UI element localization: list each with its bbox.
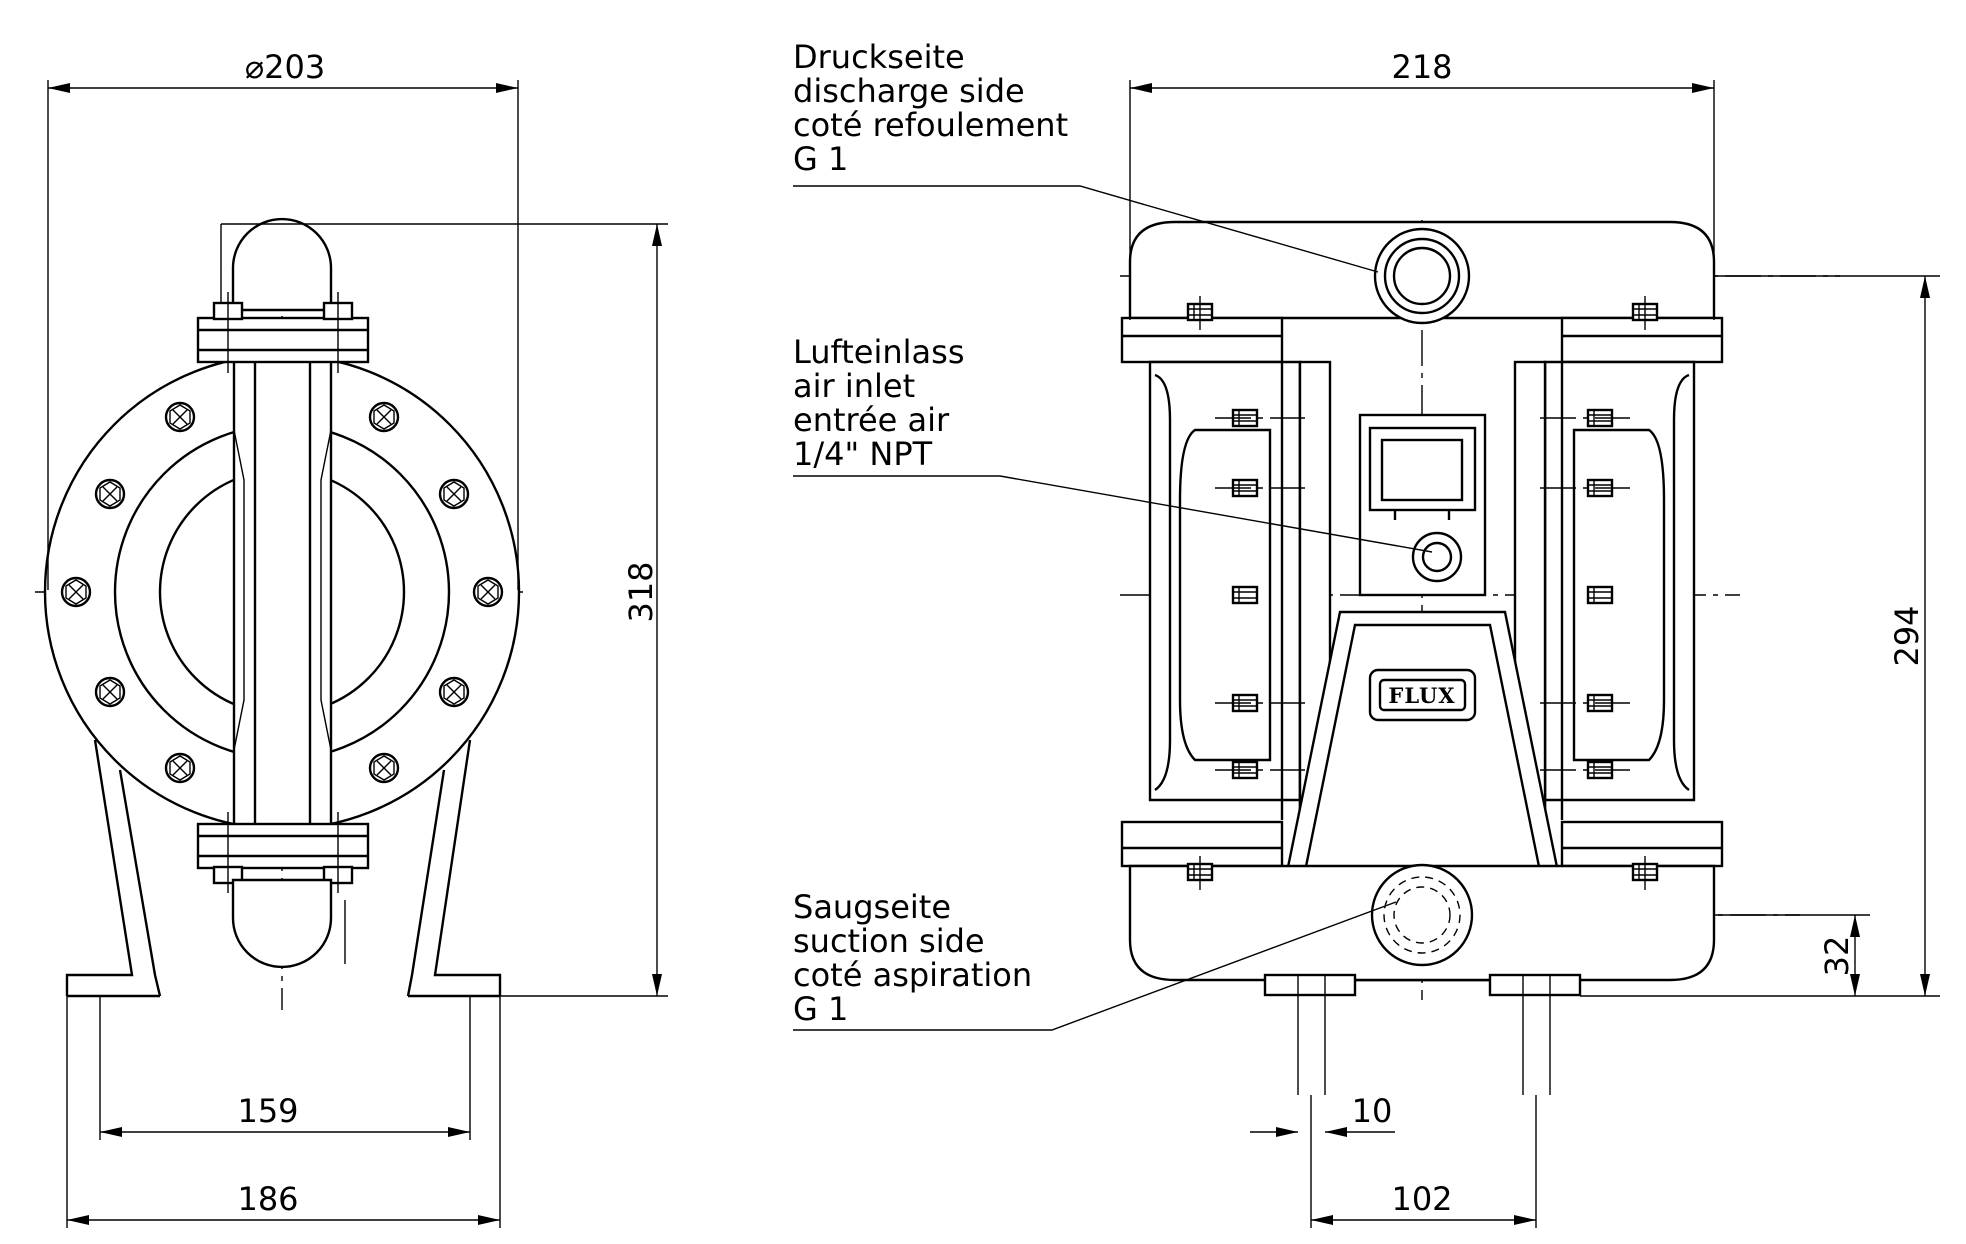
callout-discharge-line-4: G 1 xyxy=(793,140,848,178)
dim-suction-height-32: 32 xyxy=(1818,936,1856,977)
dim-foot-outer-186: 186 xyxy=(237,1180,298,1218)
callout-air-inlet: Lufteinlass air inlet entrée air 1/4" NP… xyxy=(793,333,1433,553)
callout-air-inlet-line-1: Lufteinlass xyxy=(793,333,965,371)
dim-foot-spacing-102: 102 xyxy=(1391,1180,1452,1218)
dim-height-318: 318 xyxy=(622,561,660,622)
flux-logo: FLUX xyxy=(1388,683,1455,708)
dim-bolt-slot-10: 10 xyxy=(1352,1092,1393,1130)
callout-discharge-line-3: coté refoulement xyxy=(793,106,1068,144)
callout-suction-line-1: Saugseite xyxy=(793,888,951,926)
callout-discharge-line-1: Druckseite xyxy=(793,38,965,76)
callout-suction-line-2: suction side xyxy=(793,922,985,960)
callout-suction: Saugseite suction side coté aspiration G… xyxy=(793,888,1397,1031)
dim-diameter-203: ⌀203 xyxy=(245,48,325,86)
callout-discharge: Druckseite discharge side coté refouleme… xyxy=(793,38,1379,273)
callout-suction-line-4: G 1 xyxy=(793,990,848,1028)
right-front-view: FLUX xyxy=(1120,48,1940,1228)
dim-width-218: 218 xyxy=(1391,48,1452,86)
dim-foot-inner-159: 159 xyxy=(237,1092,298,1130)
left-side-view: ⌀203 318 159 186 xyxy=(35,48,668,1228)
callout-discharge-line-2: discharge side xyxy=(793,72,1025,110)
callout-air-inlet-line-4: 1/4" NPT xyxy=(793,435,933,473)
callout-air-inlet-line-2: air inlet xyxy=(793,367,915,405)
dim-height-294: 294 xyxy=(1888,605,1926,666)
callout-air-inlet-line-3: entrée air xyxy=(793,401,950,439)
callout-suction-line-3: coté aspiration xyxy=(793,956,1032,994)
